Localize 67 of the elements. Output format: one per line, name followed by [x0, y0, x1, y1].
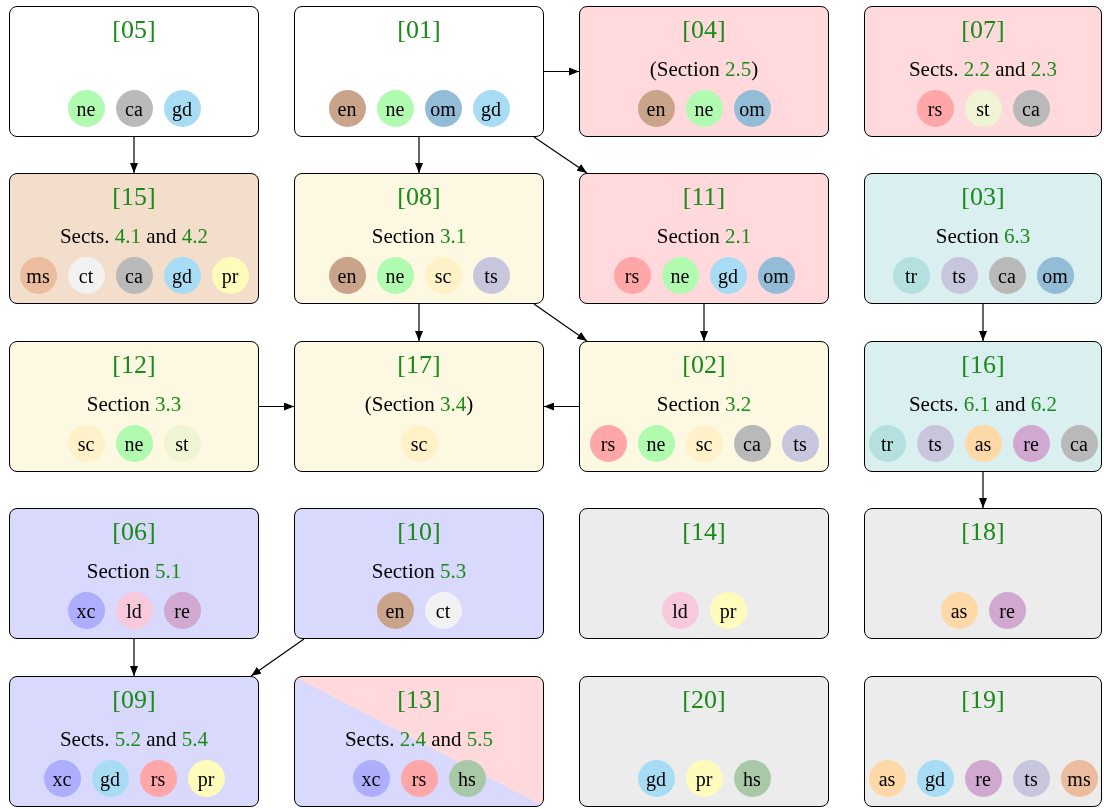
- section-reference: Sects. 5.2 and 5.4: [59, 726, 209, 753]
- arrow: [543, 67, 580, 76]
- section-number: [04]: [682, 14, 726, 46]
- section-card: [294, 676, 544, 807]
- section-card: [864, 341, 1102, 472]
- section-card: [579, 341, 829, 472]
- arrow: [979, 303, 987, 342]
- section-card: [294, 341, 544, 472]
- section-card: [579, 6, 829, 137]
- section-number: [18]: [961, 516, 1005, 548]
- section-card: [864, 676, 1102, 807]
- section-number: [11]: [682, 181, 726, 213]
- section-reference: Section 5.3: [371, 558, 467, 585]
- section-card: [9, 173, 259, 304]
- arrow: [543, 402, 580, 411]
- section-number: [06]: [112, 516, 156, 548]
- section-card: [9, 676, 259, 807]
- section-card: [579, 676, 829, 807]
- arrow: [130, 638, 138, 677]
- arrow: [415, 136, 423, 174]
- section-reference: (Section 2.5): [649, 56, 759, 83]
- section-number: [19]: [961, 684, 1005, 716]
- section-number: [15]: [112, 181, 156, 213]
- section-number: [05]: [112, 14, 156, 46]
- section-card: [9, 341, 259, 472]
- section-number: [07]: [961, 14, 1005, 46]
- section-number: [12]: [112, 349, 156, 381]
- section-card: [864, 508, 1102, 639]
- section-card: [9, 6, 259, 137]
- section-number: [02]: [682, 349, 726, 381]
- section-reference: Section 3.1: [371, 223, 467, 250]
- section-card: [9, 508, 259, 639]
- arrow: [979, 471, 987, 509]
- arrow: [258, 402, 295, 411]
- section-reference: Section 5.1: [86, 558, 182, 585]
- arrow: [415, 303, 423, 342]
- arrow: [700, 303, 708, 342]
- section-card: [294, 173, 544, 304]
- section-card: [579, 508, 829, 639]
- section-number: [10]: [397, 516, 441, 548]
- arrow: [250, 638, 305, 677]
- section-card: [864, 173, 1102, 304]
- section-number: [14]: [682, 516, 726, 548]
- arrow: [533, 136, 588, 174]
- section-number: [03]: [961, 181, 1005, 213]
- section-reference: Section 3.3: [86, 391, 182, 418]
- section-reference: Section 6.3: [935, 223, 1031, 250]
- section-card: [294, 6, 544, 137]
- section-card: [864, 6, 1102, 137]
- section-reference: Sects. 2.2 and 2.3: [908, 56, 1058, 83]
- section-number: [08]: [397, 181, 441, 213]
- arrow: [130, 136, 138, 174]
- section-reference: Sects. 4.1 and 4.2: [59, 223, 209, 250]
- section-number: [01]: [397, 14, 441, 46]
- section-number: [09]: [112, 684, 156, 716]
- section-number: [13]: [397, 684, 441, 716]
- section-number: [20]: [682, 684, 726, 716]
- section-number: [16]: [961, 349, 1005, 381]
- section-reference: (Section 3.4): [364, 391, 474, 418]
- section-reference: Sects. 2.4 and 5.5: [344, 726, 494, 753]
- section-reference: Section 3.2: [656, 391, 752, 418]
- section-card: [294, 508, 544, 639]
- section-reference: Sects. 6.1 and 6.2: [908, 391, 1058, 418]
- arrow: [533, 303, 588, 342]
- section-reference: Section 2.1: [656, 223, 752, 250]
- section-number: [17]: [397, 349, 441, 381]
- section-card: [579, 173, 829, 304]
